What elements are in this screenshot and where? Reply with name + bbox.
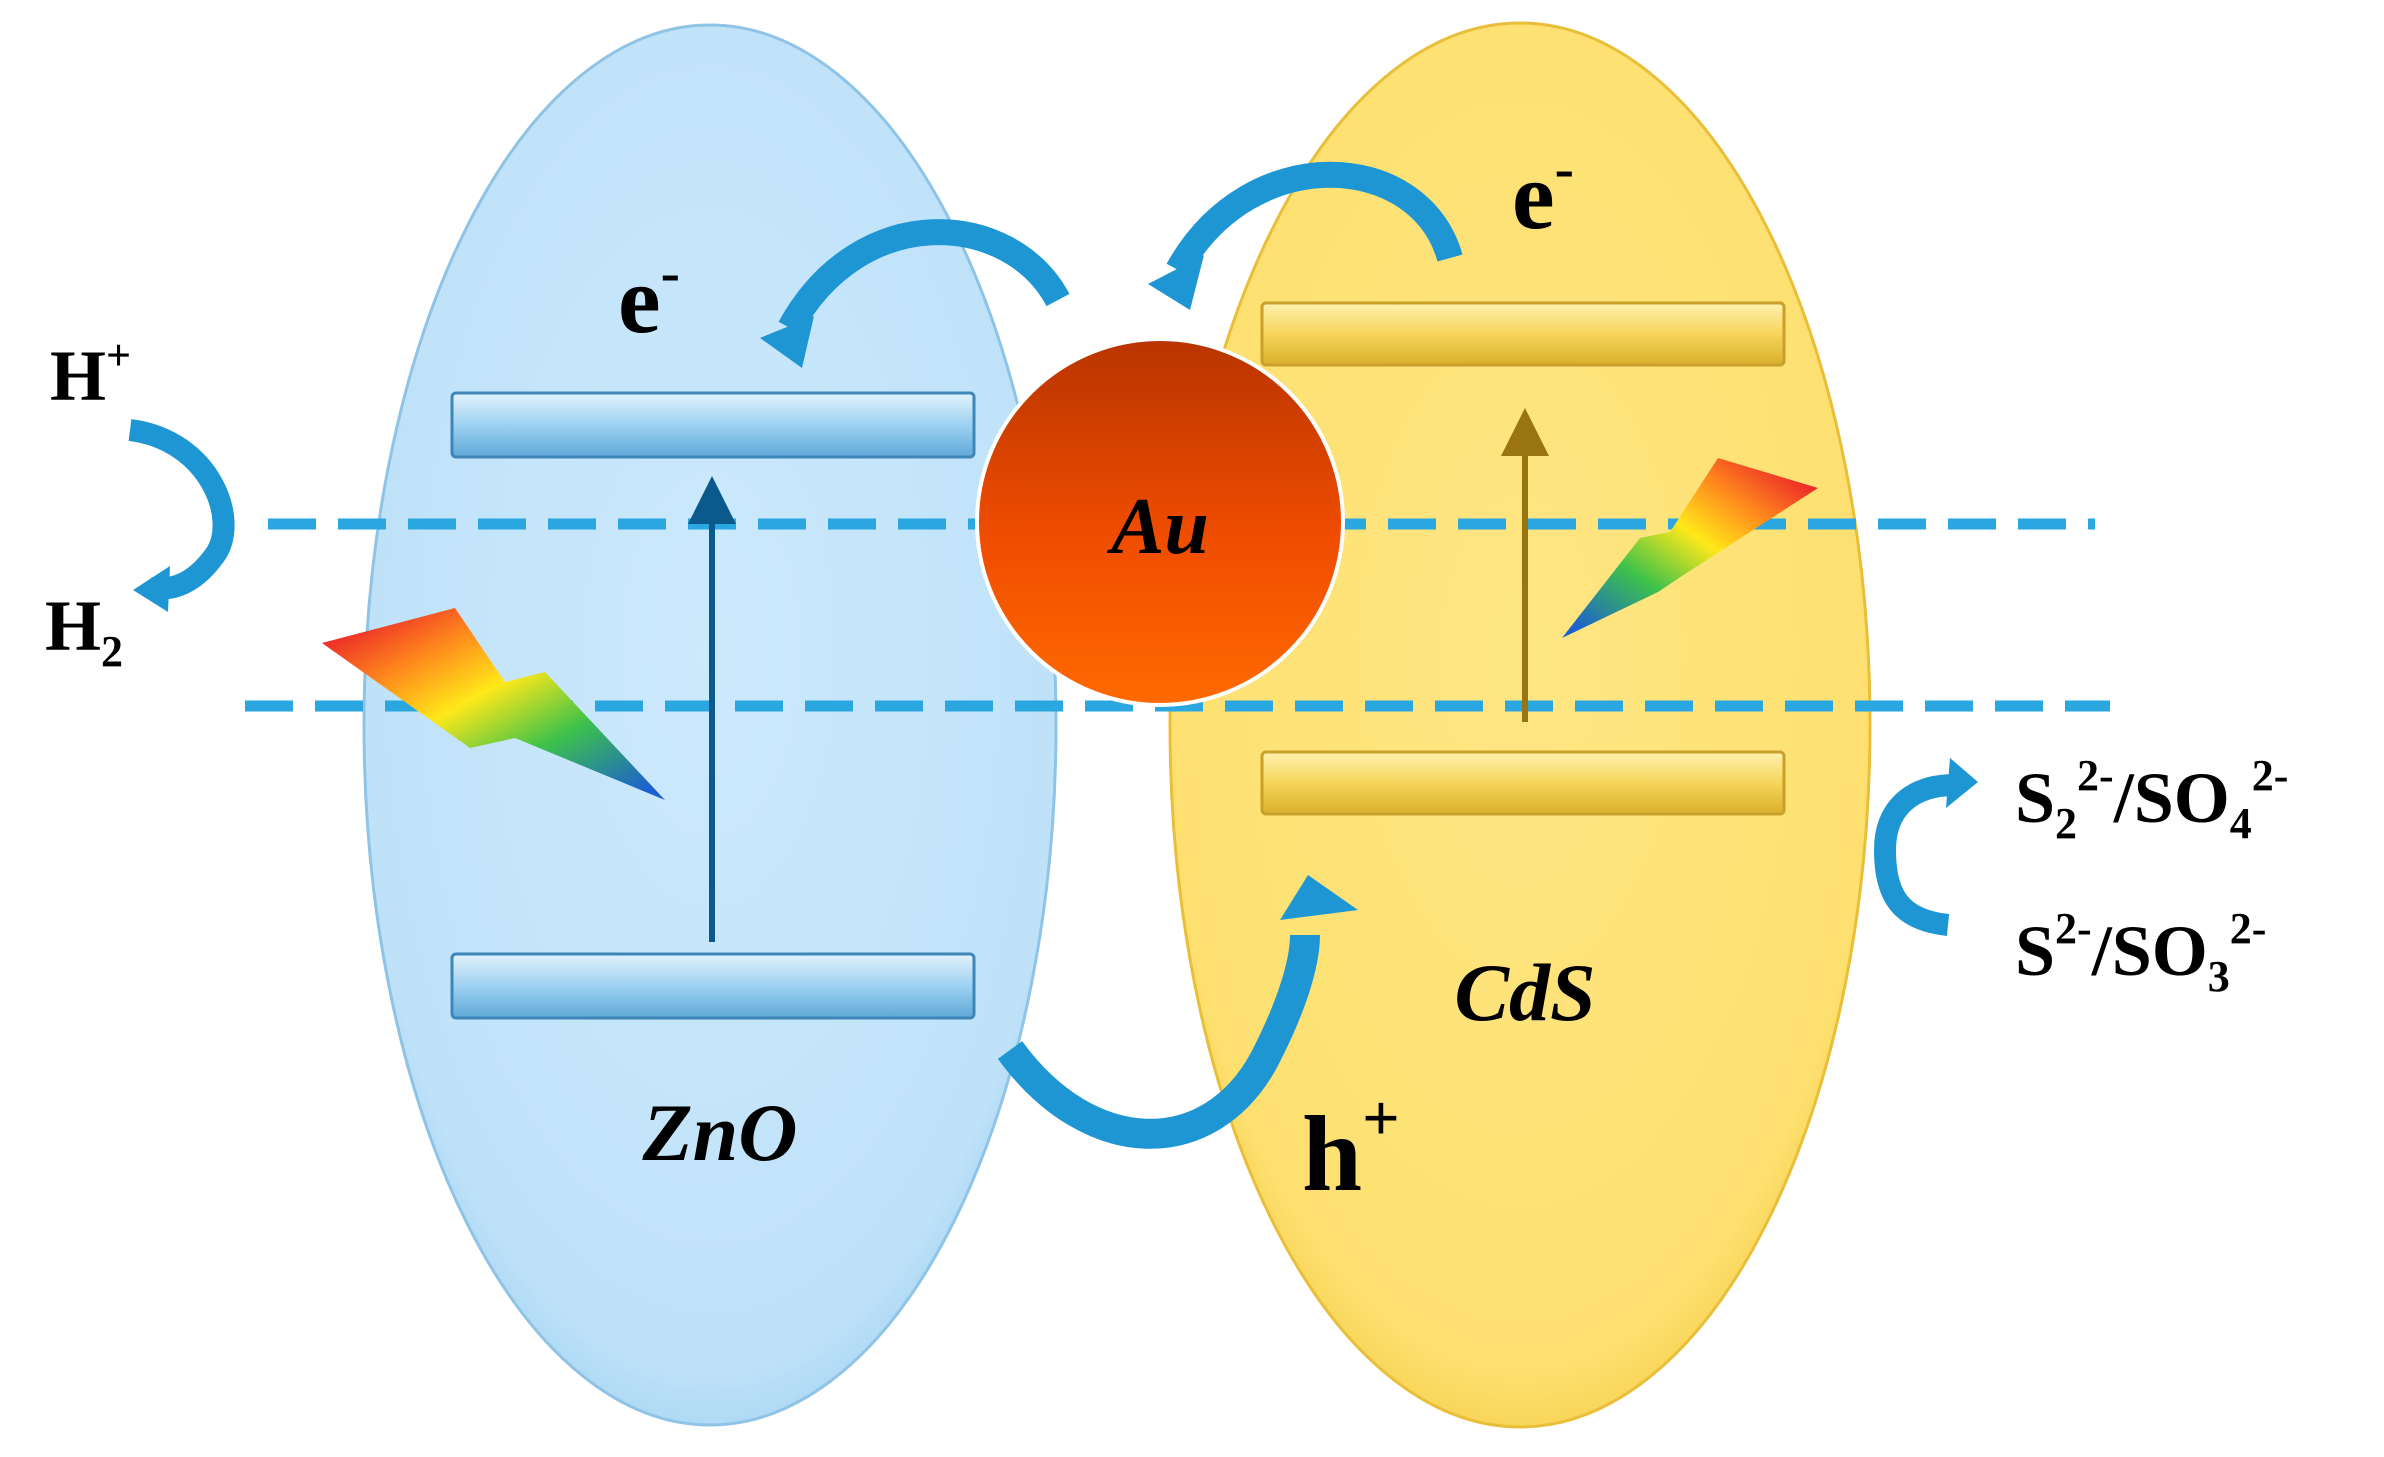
product-sub2: 4 [2230,799,2252,848]
curved-arrow-icon [997,875,1358,1149]
curved-arrow-icon [128,419,235,612]
cds-label: CdS [1454,947,1595,1038]
reactant-so: /SO [2091,911,2208,991]
proton-label: H+ [50,331,131,416]
au-label: Au [1106,483,1209,571]
cds-ellipse [1168,21,1872,1429]
product-sub1: 2 [2055,799,2077,848]
reactant-sup1: 2- [2055,904,2092,953]
cds-valence-band [1260,750,1786,816]
product-sup1: 2- [2077,751,2114,800]
reactant-s: S [2015,911,2055,991]
curved-arrow-icon [760,219,1070,368]
hole-base: h [1302,1095,1362,1214]
electron-base: e [618,246,661,353]
hydrogen-label: H2 [45,586,123,676]
oxidation-reactant-label: S2-/SO32- [2015,904,2266,1001]
electron-sup: - [1555,136,1574,201]
oxidation-product-label: S22-/SO42- [2015,751,2288,848]
lightning-bolt-icon [1562,458,1818,638]
zno-conduction-band [450,391,976,459]
zno-valence-band [450,952,976,1020]
product-sup2: 2- [2252,751,2289,800]
hydrogen-sub: 2 [101,627,123,676]
electron-sup: - [661,240,680,305]
product-so: /SO [2113,758,2230,838]
zno-electron-label: e- [618,240,680,353]
lightning-bolt-icon [322,608,665,800]
hydrogen-base: H [45,586,101,666]
proton-sup: + [106,331,131,380]
cds-conduction-band [1260,301,1786,367]
zno-label: ZnO [642,1087,798,1178]
au-nanoparticle [975,337,1345,707]
reactant-sup2: 2- [2230,904,2267,953]
hole-sup: + [1362,1082,1400,1155]
electron-base: e [1512,142,1555,249]
reactant-sub2: 3 [2208,952,2230,1001]
proton-base: H [50,336,106,416]
hole-label: h+ [1302,1082,1400,1214]
curved-arrow-icon [1148,161,1463,310]
curved-arrow-icon [1873,758,1978,936]
product-s: S [2015,758,2055,838]
cds-electron-label: e- [1512,136,1574,249]
